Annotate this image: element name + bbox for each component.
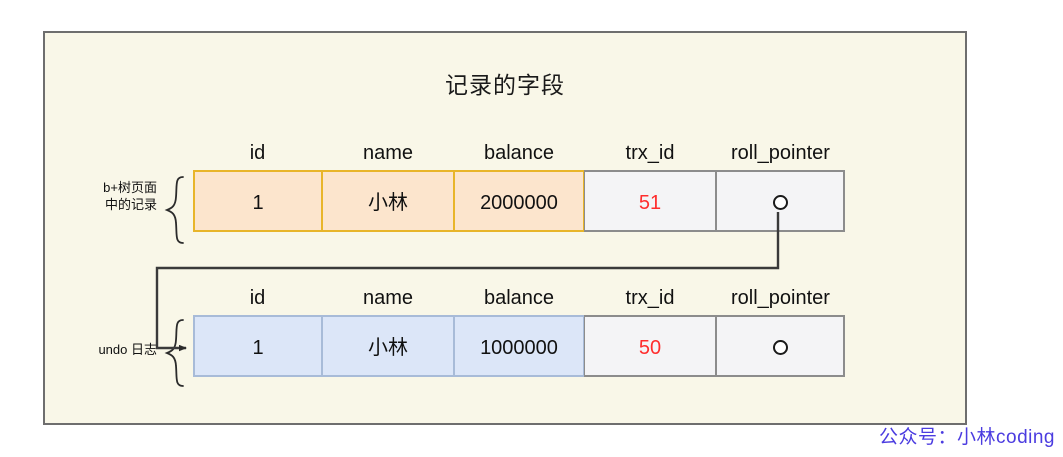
roll-pointer-circle-icon-undo (773, 340, 788, 355)
column-header-row-page: id name balance trx_id roll_pointer (193, 140, 845, 166)
record-undo-log: id name balance trx_id roll_pointer 1 小林… (193, 285, 848, 416)
cell-page-name: 小林 (322, 170, 454, 232)
column-header-id: id (249, 142, 266, 164)
record-row-undo: 1 小林 1000000 50 (193, 315, 845, 377)
trx-id-value: 51 (638, 192, 662, 214)
column-header-name-undo: name (362, 287, 414, 309)
trx-id-value-undo: 50 (638, 337, 662, 359)
column-header-roll-pointer: roll_pointer (731, 142, 830, 164)
label-line-1: b+树页面 (103, 180, 157, 195)
column-header-roll-pointer-undo: roll_pointer (731, 287, 830, 309)
label-line-2: 中的记录 (104, 197, 157, 212)
column-header-balance-undo: balance (483, 287, 555, 309)
label-undo-log-record: undo 日志 (49, 341, 157, 358)
cell-undo-balance: 1000000 (454, 315, 584, 377)
brace-b-plus-tree-page-record (164, 176, 184, 244)
column-header-row-undo: id name balance trx_id roll_pointer (193, 285, 845, 311)
cell-undo-name: 小林 (322, 315, 454, 377)
cell-page-trx-id: 51 (584, 170, 716, 232)
column-header-trx-id: trx_id (625, 142, 675, 164)
brace-undo-log-record (164, 319, 184, 387)
record-b-plus-tree-page: id name balance trx_id roll_pointer 1 小林… (193, 140, 848, 271)
column-header-name: name (362, 142, 414, 164)
roll-pointer-circle-icon (773, 195, 788, 210)
column-header-id-undo: id (249, 287, 266, 309)
label-line-1-undo: undo 日志 (98, 342, 157, 357)
cell-page-balance: 2000000 (454, 170, 584, 232)
column-header-balance: balance (483, 142, 555, 164)
cell-page-roll-pointer (716, 170, 845, 232)
cell-page-id: 1 (193, 170, 322, 232)
cell-undo-roll-pointer (716, 315, 845, 377)
cell-undo-trx-id: 50 (584, 315, 716, 377)
cell-undo-id: 1 (193, 315, 322, 377)
label-b-plus-tree-page-record: b+树页面 中的记录 (59, 179, 157, 213)
page-title: 记录的字段 (445, 72, 565, 98)
column-header-trx-id-undo: trx_id (625, 287, 675, 309)
diagram-canvas: 记录的字段 id name balance trx_id roll_pointe… (43, 31, 967, 425)
watermark-text: 公众号：小林coding (879, 427, 1055, 448)
record-row-page: 1 小林 2000000 51 (193, 170, 845, 232)
